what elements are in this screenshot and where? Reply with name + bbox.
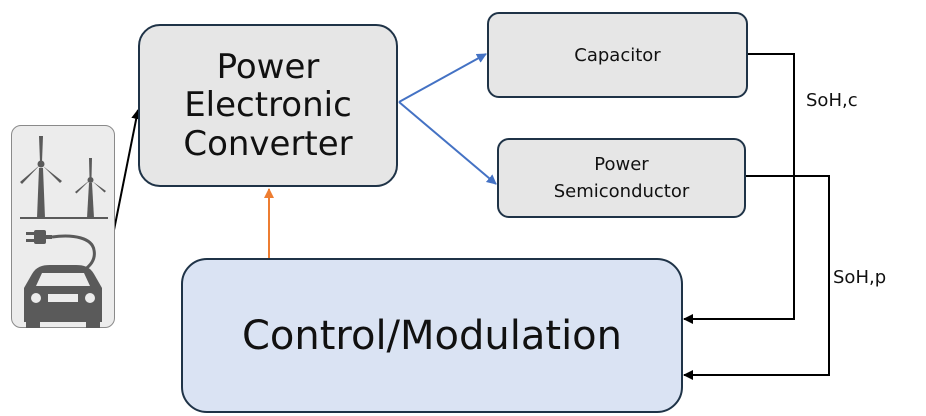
wind-turbine-icon [20, 136, 108, 219]
power-electronic-converter-block: Power Electronic Converter [138, 24, 398, 187]
converter-label-line2: Electronic [184, 85, 352, 126]
soh-capacitor-label: SoH,c [806, 90, 858, 111]
capacitor-block: Capacitor [487, 12, 748, 98]
soh-semiconductor-label: SoH,p [833, 267, 887, 288]
feedback-line-semiconductor [683, 175, 830, 380]
control-modulation-block: Control/Modulation [181, 258, 683, 413]
control-modulation-label: Control/Modulation [241, 312, 623, 359]
electric-car-charging-icon [24, 230, 102, 328]
capacitor-label: Capacitor [574, 44, 661, 66]
converter-label-line3: Converter [183, 123, 353, 164]
arrow-converter-to-semiconductor [398, 101, 497, 185]
power-semiconductor-block: Power Semiconductor [497, 138, 746, 218]
semiconductor-label-line2: Semiconductor [553, 181, 690, 202]
arrow-converter-to-capacitor [398, 53, 487, 103]
feedback-line-capacitor [683, 53, 795, 324]
arrow-source-to-converter [113, 109, 142, 231]
semiconductor-label-line1: Power [594, 154, 649, 175]
converter-label-line1: Power [216, 46, 320, 87]
energy-source-panel [11, 125, 115, 328]
source-icons [20, 136, 108, 328]
